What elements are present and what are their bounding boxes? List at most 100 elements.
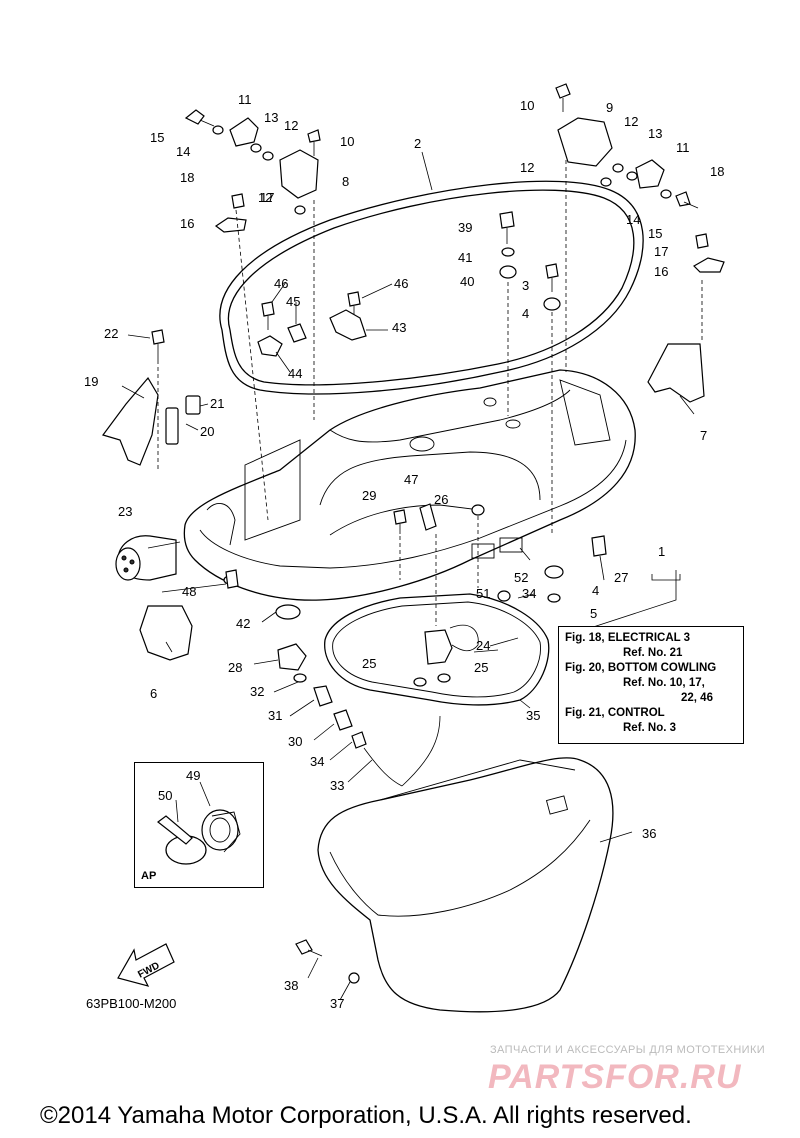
ap-hose-clamp-parts — [157, 781, 241, 865]
seal-grommet — [324, 593, 550, 706]
callout: 26 — [434, 492, 448, 507]
bracket-right-top — [557, 117, 613, 167]
cover-part — [139, 605, 193, 661]
fwd-arrow-icon — [117, 943, 175, 987]
callout: 5 — [590, 606, 597, 621]
callout: 20 — [200, 424, 214, 439]
assembly-dashed-lines — [157, 160, 703, 626]
callout: 14 — [176, 144, 190, 159]
callout: 31 — [268, 708, 282, 723]
callout: 28 — [228, 660, 242, 675]
clip-right — [635, 159, 665, 189]
bracket-left-top — [279, 149, 319, 199]
callout: 3 — [522, 278, 529, 293]
callout: 7 — [700, 428, 707, 443]
figure-reference-box: Fig. 18, ELECTRICAL 3 Ref. No. 21 Fig. 2… — [558, 626, 744, 744]
callout: 19 — [84, 374, 98, 389]
callout: 34 — [522, 586, 536, 601]
ref-line: Ref. No. 3 — [623, 722, 677, 734]
callout: 11 — [238, 92, 252, 107]
callout: 6 — [150, 686, 157, 701]
callout: 1 — [658, 544, 665, 559]
callout: 49 — [186, 768, 200, 783]
callout: 46 — [274, 276, 288, 291]
seal-gasket — [219, 180, 644, 395]
callout: 8 — [342, 174, 349, 189]
callout: 15 — [150, 130, 164, 145]
callout: 16 — [654, 264, 668, 279]
ref-line: Fig. 18, ELECTRICAL 3 — [565, 632, 691, 644]
callout: 13 — [264, 110, 278, 125]
diagram-code: 63PB100-M200 — [86, 996, 177, 1011]
copyright-notice: ©2014 Yamaha Motor Corporation, U.S.A. A… — [40, 1102, 692, 1129]
callout: 14 — [626, 212, 640, 227]
callout: 18 — [180, 170, 194, 185]
handle-part — [647, 343, 705, 403]
callout: 4 — [592, 583, 599, 598]
grommet — [424, 629, 453, 665]
callout: 47 — [404, 472, 418, 487]
callout: 30 — [288, 734, 302, 749]
callout: 44 — [288, 366, 302, 381]
watermark-tagline: ЗАПЧАСТИ И АКСЕССУАРЫ ДЛЯ МОТОТЕХНИКИ — [490, 1044, 766, 1056]
callout: 25 — [474, 660, 488, 675]
clamp-43 — [329, 309, 367, 341]
callout: 12 — [624, 114, 638, 129]
washers — [212, 125, 672, 984]
group-bracket — [651, 574, 681, 581]
callout: 32 — [250, 684, 264, 699]
callout: 17 — [260, 190, 274, 205]
callout: 15 — [648, 226, 662, 241]
callout: 29 — [362, 488, 376, 503]
callout: 43 — [392, 320, 406, 335]
callout: 52 — [514, 570, 528, 585]
clip-47 — [419, 503, 437, 531]
callout: 36 — [642, 826, 656, 841]
callout: 38 — [284, 978, 298, 993]
watermark-brand: PARTSFOR.RU — [488, 1058, 742, 1096]
ref-line: 22, 46 — [681, 692, 713, 704]
callout: 21 — [210, 396, 224, 411]
ref-line: Fig. 21, CONTROL — [565, 707, 665, 719]
clamp-45 — [287, 323, 307, 343]
callout: 2 — [414, 136, 421, 151]
bracket-16-right — [693, 257, 725, 273]
callout: 10 — [520, 98, 534, 113]
callout: 25 — [362, 656, 376, 671]
callout: 48 — [182, 584, 196, 599]
callout: 16 — [180, 216, 194, 231]
leader-lines — [121, 151, 695, 1001]
ref-line: Fig. 20, BOTTOM COWLING — [565, 662, 717, 674]
callout: 45 — [286, 294, 300, 309]
callout: 33 — [330, 778, 344, 793]
callout: 34 — [310, 754, 324, 769]
ref-line: Ref. No. 21 — [623, 647, 683, 659]
callout: 22 — [104, 326, 118, 341]
callout: 4 — [522, 306, 529, 321]
callout: 39 — [458, 220, 472, 235]
apron-lower-cover — [317, 757, 614, 1013]
clip-left — [229, 117, 259, 147]
callout: 51 — [476, 586, 490, 601]
callout: 23 — [118, 504, 132, 519]
plug-27 — [591, 535, 607, 557]
callout: 9 — [606, 100, 613, 115]
callout: 18 — [710, 164, 724, 179]
bracket-cover — [102, 376, 159, 466]
callout: 35 — [526, 708, 540, 723]
callout: 42 — [236, 616, 250, 631]
electrical-connector — [115, 535, 177, 581]
callout: 12 — [284, 118, 298, 133]
callout: 10 — [340, 134, 354, 149]
fittings-chain — [277, 643, 441, 787]
callout: 24 — [476, 638, 490, 653]
bolts — [151, 83, 709, 957]
bottom-cowling — [183, 369, 636, 601]
callout: 17 — [654, 244, 668, 259]
callout: 41 — [458, 250, 472, 265]
callout: 46 — [394, 276, 408, 291]
callout: 12 — [520, 160, 534, 175]
bracket-16-left — [214, 217, 247, 233]
callout: 13 — [648, 126, 662, 141]
ap-inset-box: AP — [134, 762, 264, 888]
